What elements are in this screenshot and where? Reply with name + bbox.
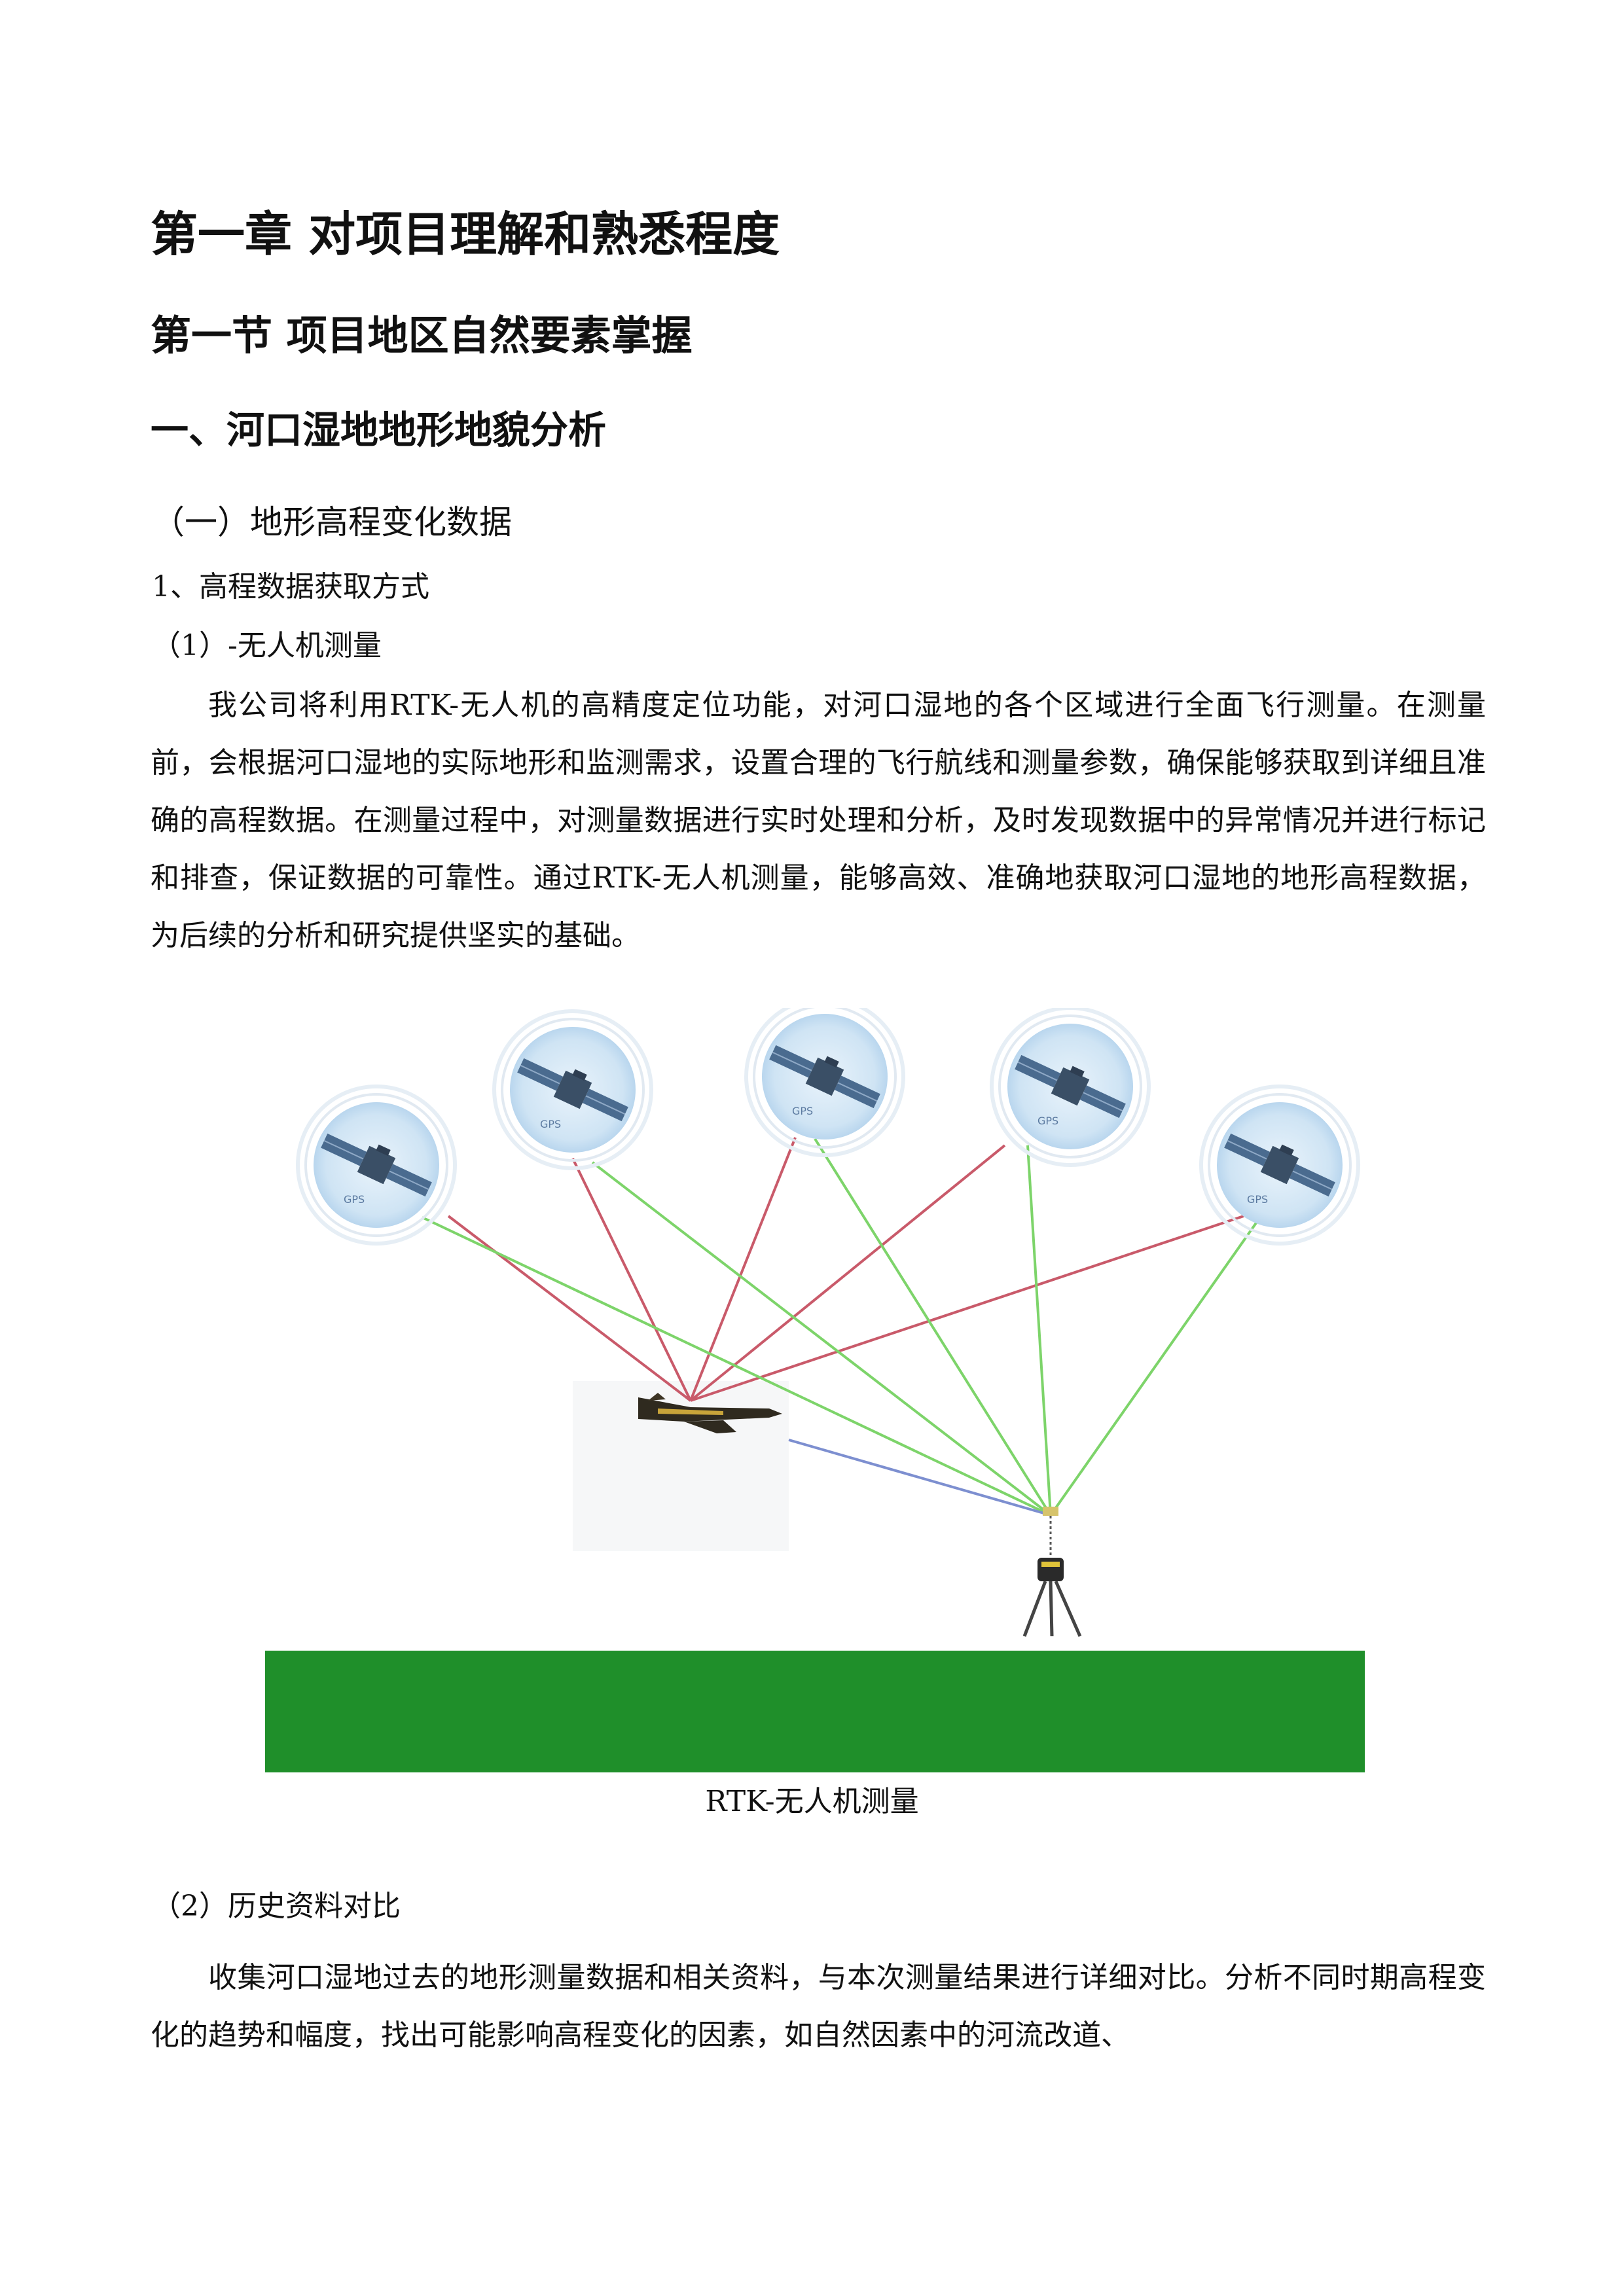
rtk-drone-figure: GPS GPS GPS GPS GPS (265, 1008, 1365, 1772)
rtk-diagram-svg: GPS GPS GPS GPS GPS (265, 1008, 1365, 1772)
section-title: 第一节 项目地区自然要素掌握 (151, 312, 693, 359)
satellite-4 (992, 1008, 1149, 1165)
method-2-paragraph: 收集河口湿地过去的地形测量数据和相关资料，与本次测量结果进行详细对比。分析不同时… (151, 1961, 1486, 2052)
figure-caption: RTK-无人机测量 (705, 1785, 919, 1818)
ground-area (265, 1651, 1365, 1772)
subsection-title: 一、河口湿地地形地貌分析 (151, 408, 607, 452)
satellite-5 (1201, 1086, 1358, 1244)
satellite-3 (746, 1008, 903, 1155)
drone-base-link (788, 1439, 1051, 1516)
satellite-2-label: GPS (540, 1118, 561, 1130)
satellite-5-label: GPS (1247, 1193, 1268, 1206)
chapter-title: 第一章 对项目理解和熟悉程度 (151, 207, 780, 262)
satellite-3-label: GPS (792, 1105, 813, 1117)
method-1-paragraph: 我公司将利用RTK-无人机的高精度定位功能，对河口湿地的各个区域进行全面飞行测量… (151, 689, 1486, 952)
satellite-2 (494, 1011, 651, 1168)
base-signal-lines (422, 1138, 1261, 1516)
satellite-4-label: GPS (1038, 1115, 1058, 1127)
drone-icon (638, 1393, 782, 1433)
method-1-title: （1）-无人机测量 (152, 629, 382, 662)
base-station-icon (1022, 1507, 1082, 1638)
item-title: 1、高程数据获取方式 (152, 570, 429, 603)
satellite-1 (298, 1086, 455, 1244)
method-2-title: （2）历史资料对比 (152, 1890, 401, 1923)
satellite-1-label: GPS (344, 1193, 365, 1206)
subsubsection-title: （一）地形高程变化数据 (152, 503, 512, 541)
drone-signal-lines (447, 1137, 1244, 1402)
